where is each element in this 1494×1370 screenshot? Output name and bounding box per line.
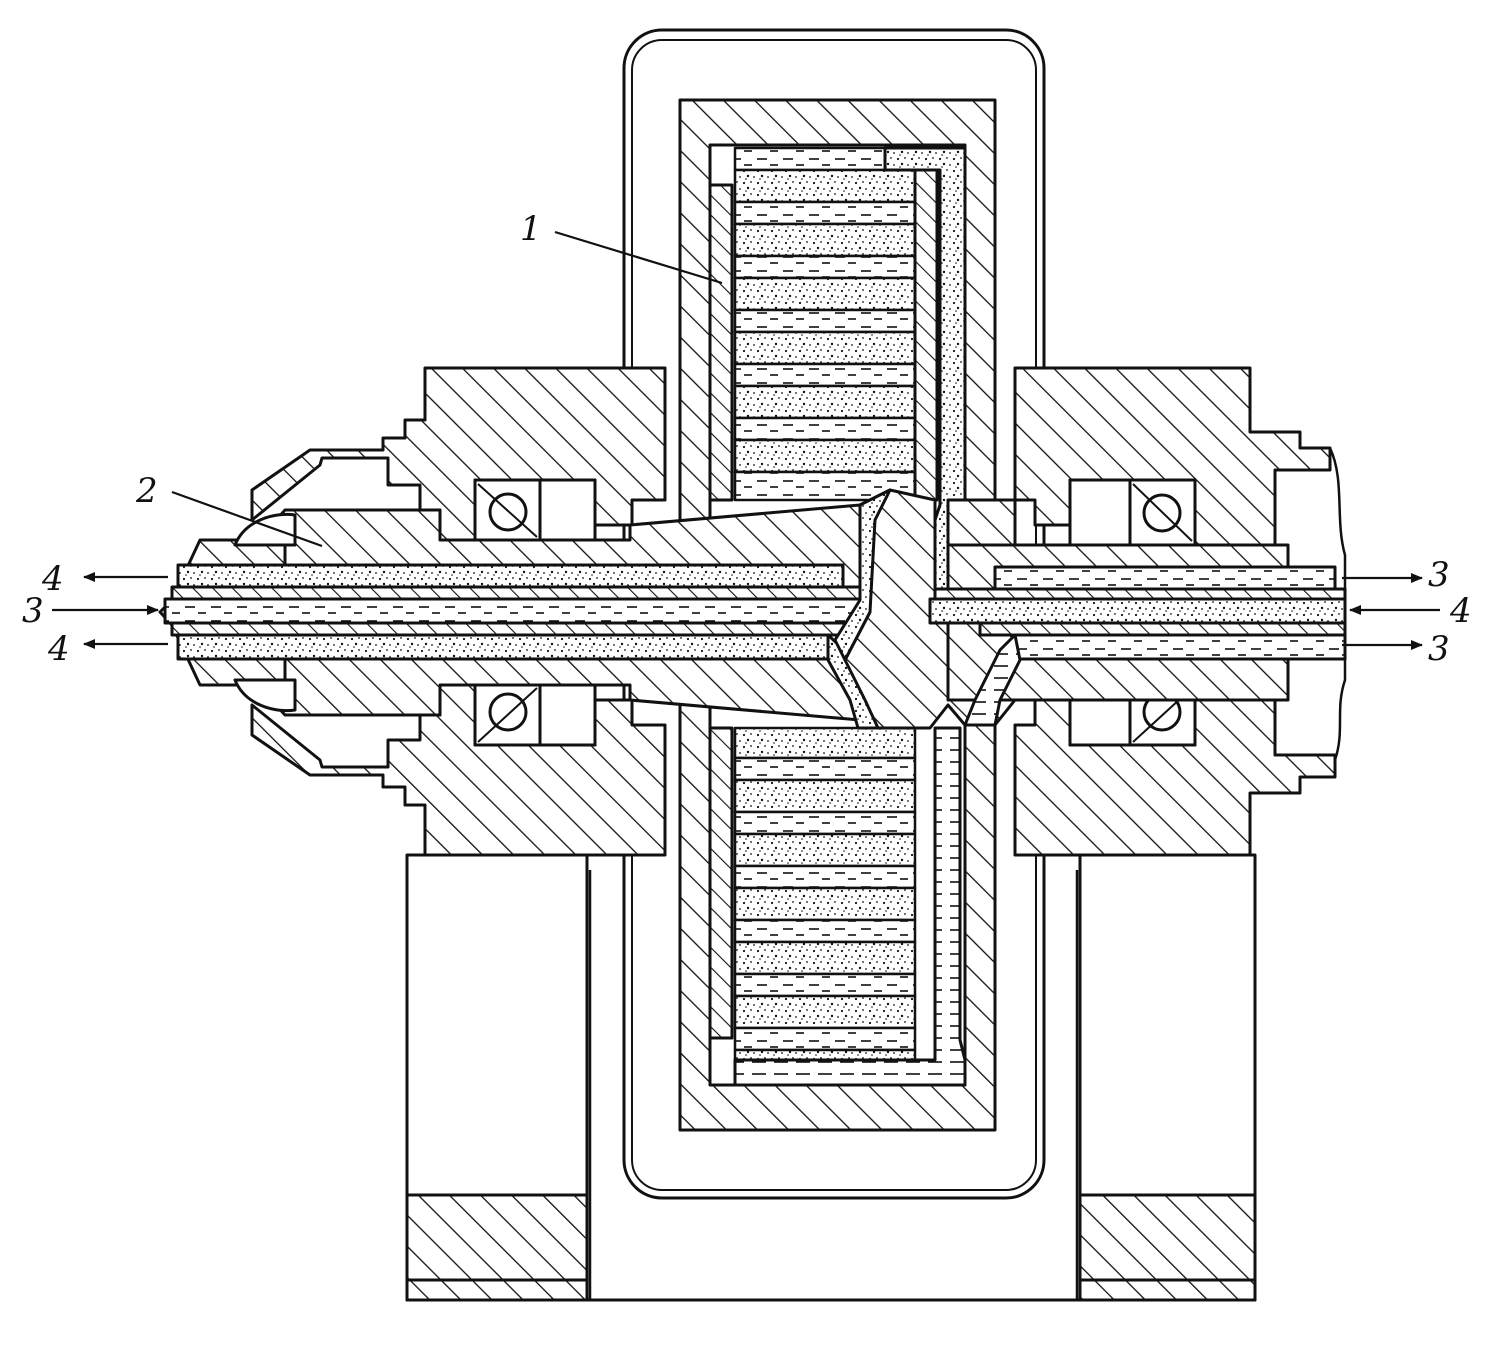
right-return-channel xyxy=(963,633,1022,727)
left-bearing-bottom xyxy=(473,683,597,747)
label-part-1: 1 xyxy=(520,209,542,249)
right-wall-bottom xyxy=(978,621,1347,637)
left-outer-channel-top xyxy=(176,563,845,589)
label-left-top: 4 xyxy=(41,559,64,599)
left-support-column xyxy=(405,853,589,1302)
left-bearing-housing xyxy=(250,366,667,542)
left-center-channel xyxy=(163,597,872,625)
right-support-column xyxy=(1078,853,1257,1302)
left-bearing-top xyxy=(473,478,597,542)
left-wall-top xyxy=(170,585,864,601)
right-inner-wall-top xyxy=(913,168,939,502)
right-broken-edge xyxy=(1328,447,1347,761)
retentate-channel-bottom xyxy=(733,726,967,1087)
label-right-bot: 3 xyxy=(1428,629,1450,669)
right-bearing-top xyxy=(1068,478,1197,547)
label-left-bot: 4 xyxy=(47,629,70,669)
left-inner-wall-top xyxy=(708,183,734,502)
label-left-mid: 3 xyxy=(22,591,44,631)
right-outer-channel-top xyxy=(993,565,1337,591)
left-bearing-housing-lower xyxy=(250,683,667,857)
label-right-top: 3 xyxy=(1428,555,1450,595)
leader-line-2 xyxy=(171,490,323,548)
inner-base-frame xyxy=(588,870,1079,1300)
membrane-stack-bottom xyxy=(733,726,917,1084)
left-outer-channel-bottom xyxy=(176,633,830,661)
label-part-2: 2 xyxy=(135,471,158,511)
right-outer-channel-bottom xyxy=(1013,633,1347,661)
left-wall-bottom xyxy=(170,621,864,637)
membrane-stack-top xyxy=(733,146,917,502)
hub-permeate-passage xyxy=(833,488,892,662)
right-center-channel xyxy=(928,597,1347,625)
label-right-mid: 4 xyxy=(1449,591,1472,631)
leader-line-1 xyxy=(554,230,723,285)
left-inner-wall-bottom xyxy=(708,726,734,1040)
